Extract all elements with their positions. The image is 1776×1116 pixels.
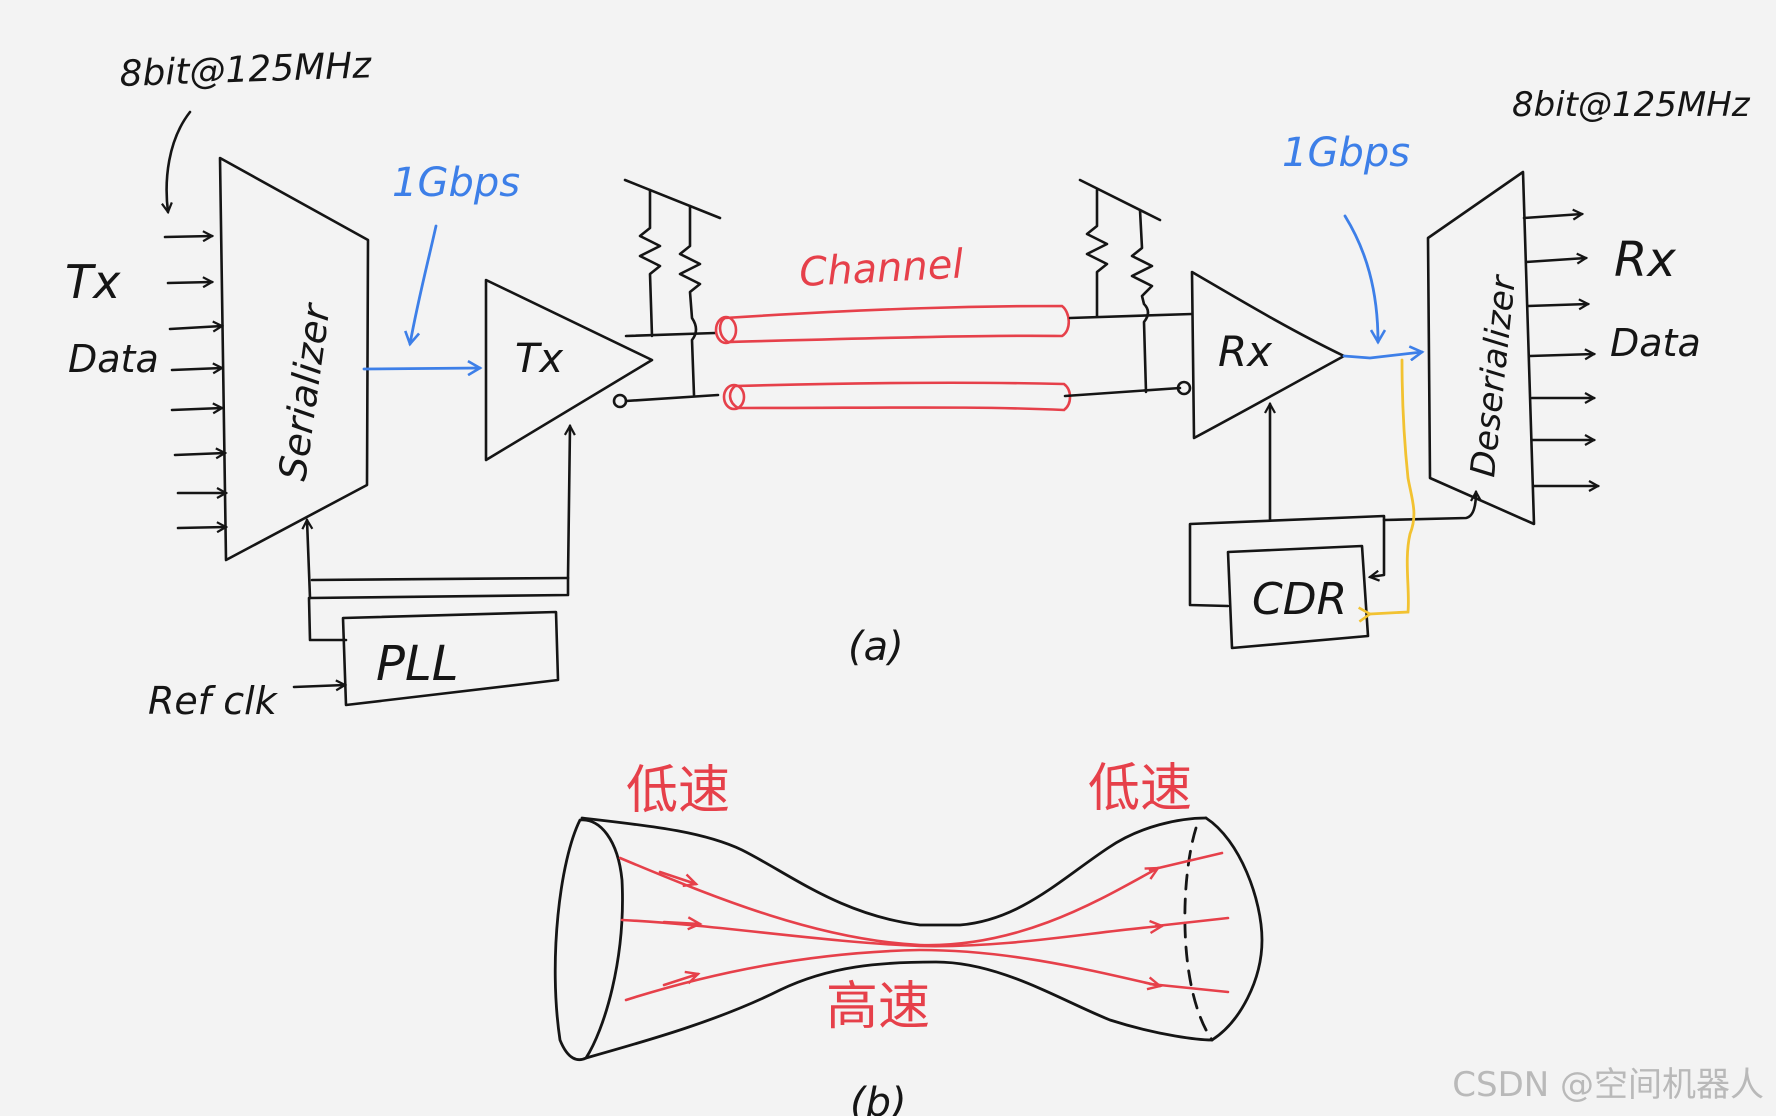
flow-line xyxy=(620,918,1165,948)
rx-termination-resistor xyxy=(1130,208,1154,394)
rx-rate-arrow xyxy=(1343,214,1378,342)
tx-input-arrow xyxy=(170,368,222,370)
pll-clock-to-serializer xyxy=(307,426,570,642)
rx-output-arrow xyxy=(1522,214,1582,218)
tx-termination-rail xyxy=(623,178,722,220)
tx-input-arrows xyxy=(163,236,226,528)
tx-input-arrow xyxy=(170,408,222,410)
tx-input-arrow xyxy=(163,236,212,237)
rx-negative-input xyxy=(1063,386,1182,398)
pll-upper-trace xyxy=(310,576,570,582)
cdr-block xyxy=(1226,544,1370,650)
pll-clock-link xyxy=(307,520,310,600)
flow-arrow-left xyxy=(662,970,701,987)
pll-block xyxy=(341,610,560,707)
tx-data-label-line2: Data xyxy=(68,337,159,381)
tx-rate-label: 1Gbps xyxy=(392,160,520,206)
tx-rate-arrow xyxy=(410,224,438,344)
tx-input-arrow xyxy=(166,282,212,283)
funnel-lower-contour xyxy=(584,960,1214,1060)
pll-label: PLL xyxy=(376,636,458,692)
rx-rate-annotation xyxy=(1342,214,1422,358)
tx-positive-output xyxy=(624,331,717,338)
channel xyxy=(714,304,1072,412)
channel-upper-end xyxy=(714,315,738,345)
tx-input-rate-label: 8bit@125MHz xyxy=(119,45,373,95)
tx-inverting-bubble xyxy=(612,393,628,409)
serializer-label: Serializer xyxy=(270,299,339,483)
flow-arrow-left xyxy=(662,916,703,931)
rx-side xyxy=(1063,170,1598,650)
caption-b: (b) xyxy=(850,1080,907,1116)
low-speed-right-label: 低速 xyxy=(1088,759,1192,819)
funnel-left-mouth xyxy=(553,818,624,1062)
rx-rate-label: 1Gbps xyxy=(1282,130,1410,176)
tx-termination-resistor xyxy=(638,188,662,338)
serializer-block xyxy=(218,156,370,562)
cdr-loop xyxy=(1188,514,1386,608)
funnel-upper-contour xyxy=(580,816,1208,927)
channel-label: Channel xyxy=(798,241,964,296)
caption-a: (a) xyxy=(848,624,904,670)
tx-serial-link xyxy=(362,368,480,369)
flow-line xyxy=(1148,851,1224,872)
tx-negative-output xyxy=(624,393,720,403)
funnel-right-mouth xyxy=(1204,816,1264,1042)
tx-buffer-block xyxy=(484,278,654,462)
rx-output-arrow xyxy=(1524,258,1586,262)
low-speed-left-label: 低速 xyxy=(626,761,730,821)
speed-labels: 低速 低速 高速 xyxy=(626,759,1192,1037)
ref-clk-arrow xyxy=(292,685,345,687)
tx-data-label-line1: Tx xyxy=(65,255,121,309)
deserializer-block xyxy=(1426,170,1536,526)
rx-output-arrow xyxy=(1526,304,1588,306)
tx-input-arrow xyxy=(168,326,222,329)
deserializer-label: Deserializer xyxy=(1463,272,1524,479)
rx-data-label-line1: Rx xyxy=(1614,232,1676,288)
channel-upper-line xyxy=(718,304,1071,344)
speed-flow-lines xyxy=(618,851,1230,1002)
rx-data-to-cdr xyxy=(1370,358,1416,614)
flow-line xyxy=(1154,916,1230,928)
channel-lower-end xyxy=(722,383,746,411)
rx-termination-rail xyxy=(1078,178,1162,222)
tx-side xyxy=(163,110,722,707)
rx-data-label-line2: Data xyxy=(1610,321,1701,365)
cdr-label: CDR xyxy=(1252,574,1347,625)
tx-buffer-label: Tx xyxy=(515,336,563,382)
speed-funnel xyxy=(553,816,1264,1062)
tx-labels: 8bit@125MHz Tx Data Serializer Tx PLL Re… xyxy=(65,45,563,723)
tx-input-rate-arrow xyxy=(167,110,192,212)
high-speed-label: 高速 xyxy=(826,977,930,1037)
rx-serial-link xyxy=(1342,352,1422,358)
rx-output-arrow xyxy=(1528,354,1594,356)
tx-input-arrow xyxy=(173,453,225,455)
flow-line xyxy=(624,948,1163,1002)
tx-rate-annotation xyxy=(362,224,480,369)
cdr-to-deserializer-clock xyxy=(1382,492,1476,522)
channel-lower-line xyxy=(728,381,1072,412)
rx-buffer-label: Rx xyxy=(1218,327,1273,376)
flow-line xyxy=(1148,982,1230,994)
flow-arrow-left xyxy=(658,870,699,888)
ref-clk-label: Ref clk xyxy=(148,679,279,723)
rx-inverting-bubble xyxy=(1176,380,1192,396)
rx-output-rate-label: 8bit@125MHz xyxy=(1512,85,1751,125)
rx-termination-resistor xyxy=(1085,188,1109,318)
tx-input-arrow xyxy=(176,527,226,528)
rx-positive-input xyxy=(1068,312,1194,320)
funnel-right-hidden-edge xyxy=(1183,826,1214,1042)
tx-termination-resistor xyxy=(678,204,702,397)
watermark: CSDN @空间机器人 xyxy=(1452,1065,1764,1105)
rx-output-arrows xyxy=(1522,214,1598,486)
